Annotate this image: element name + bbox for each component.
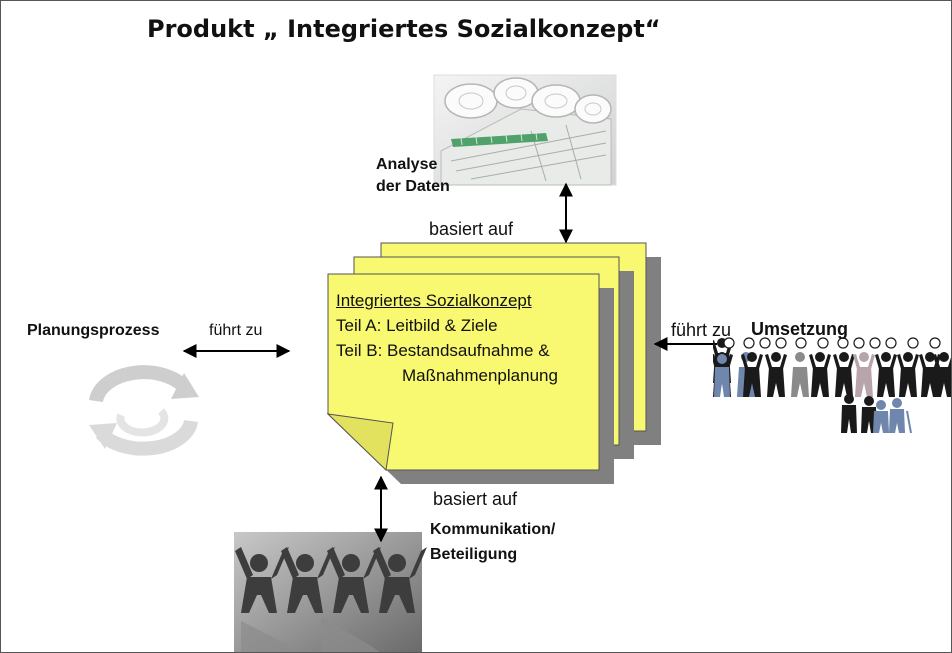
bottom-label-line2: Beteiligung [430,546,518,563]
slide-title: Produkt „ Integriertes Sozialkonzept“ [147,15,661,43]
note-line-b: Teil B: Bestandsaufnahme & [336,341,550,360]
note-heading-text: Integriertes Sozialkonzept [336,291,532,310]
sticky-note-text: Integriertes Sozialkonzept Teil A: Leitb… [336,288,558,388]
note-heading: Integriertes Sozialkonzept [336,288,558,313]
people-crowd-icon [713,337,951,434]
bottom-relation: basiert auf [433,489,518,509]
top-label-line2: der Daten [376,178,450,195]
left-relation: führt zu [209,322,263,339]
top-relation: basiert auf [429,219,514,239]
right-label: Umsetzung [751,319,849,339]
top-label-line1: Analyse [376,156,438,173]
note-line-a: Teil A: Leitbild & Ziele [336,316,498,335]
left-label: Planungsprozess [27,322,160,339]
cycle-arrows-icon [89,365,199,456]
sticky-note-stack [326,242,661,484]
blueprint-photo [433,74,617,186]
paper-chain-people-photo [234,532,427,652]
bottom-label-line1: Kommunikation/ [430,521,556,538]
note-line-b2: Maßnahmenplanung [402,366,558,385]
right-relation: führt zu [671,320,732,340]
